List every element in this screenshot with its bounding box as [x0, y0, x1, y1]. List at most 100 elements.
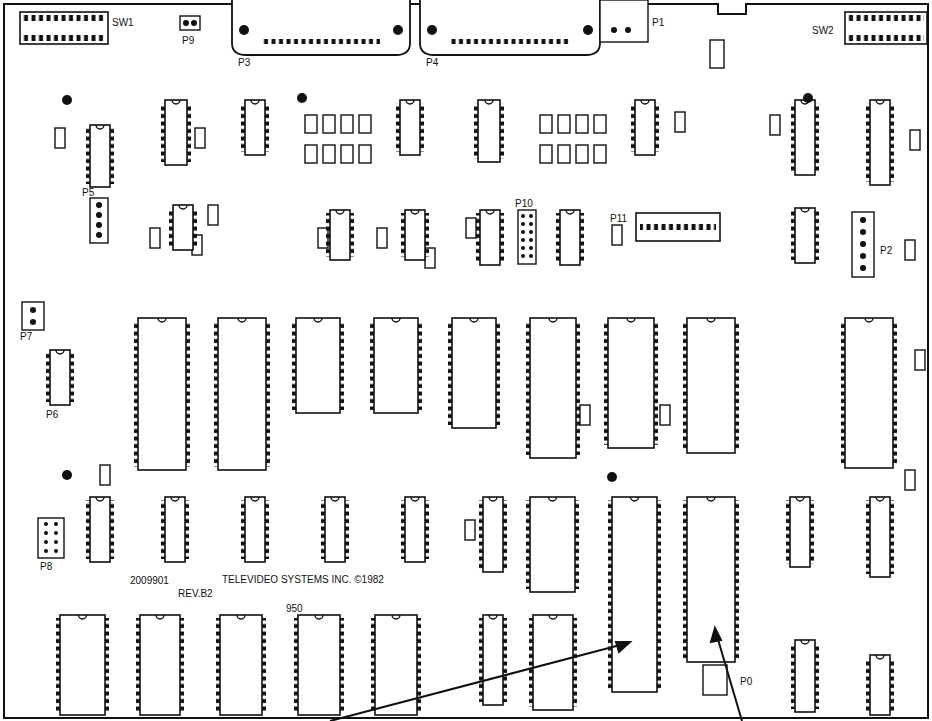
component	[22, 302, 44, 330]
ic-chip	[50, 350, 70, 405]
ic-notch	[876, 655, 884, 659]
connector-label: P1	[652, 18, 664, 28]
ic-chip	[870, 497, 890, 577]
ic-chip	[400, 100, 420, 155]
mount-hole	[239, 25, 249, 35]
connector-label: P4	[426, 58, 438, 68]
ic-notch	[641, 100, 649, 104]
ic-notch	[172, 100, 180, 104]
ic-notch	[96, 497, 104, 501]
component	[305, 115, 317, 133]
connector-label: P3	[238, 58, 250, 68]
component	[612, 225, 622, 245]
component	[305, 145, 317, 163]
ic-notch	[156, 615, 164, 619]
ic-chip	[483, 615, 503, 705]
ic-notch	[801, 208, 809, 212]
ic-chip	[608, 318, 654, 448]
ic-chip	[220, 615, 262, 715]
ic-chip	[138, 318, 186, 470]
ic-notch	[79, 615, 87, 619]
switch-pins	[23, 35, 105, 41]
mount-hole	[427, 25, 437, 35]
ic-chip	[245, 100, 265, 155]
revision: REV.B2	[178, 589, 213, 599]
component	[180, 16, 200, 30]
component	[905, 240, 915, 260]
component	[150, 228, 160, 248]
connector-label: SW1	[112, 18, 134, 28]
ic-chip	[687, 497, 735, 662]
component	[377, 228, 387, 248]
component	[558, 145, 570, 163]
ic-notch	[627, 318, 635, 322]
ic-notch	[549, 615, 557, 619]
ic-chip	[870, 100, 890, 185]
ic-chip	[795, 100, 815, 175]
component	[770, 115, 780, 135]
component	[576, 115, 588, 133]
component	[594, 115, 606, 133]
mount-hole	[583, 25, 593, 35]
ic-chip	[795, 208, 815, 263]
connector-label: P5	[82, 188, 94, 198]
component	[558, 115, 570, 133]
switch-pins	[848, 35, 924, 41]
ic-notch	[470, 318, 478, 322]
ic-notch	[171, 497, 179, 501]
ic-chip	[173, 205, 193, 250]
ic-notch	[876, 497, 884, 501]
component	[341, 115, 353, 133]
ic-notch	[251, 497, 259, 501]
ic-chip	[90, 497, 110, 562]
ic-chip	[790, 497, 810, 567]
ic-notch	[331, 497, 339, 501]
dip-switch	[20, 12, 108, 44]
component	[100, 465, 110, 485]
ic-notch	[489, 497, 497, 501]
component	[600, 0, 648, 42]
ic-notch	[707, 497, 715, 501]
connector-label: P11	[610, 214, 627, 224]
component	[55, 128, 65, 148]
component	[38, 518, 64, 558]
component	[675, 112, 685, 132]
ic-notch	[796, 497, 804, 501]
ic-notch	[392, 615, 400, 619]
d-connector	[420, 0, 600, 55]
connector-pins	[640, 224, 716, 230]
ic-notch	[876, 100, 884, 104]
ic-notch	[315, 615, 323, 619]
ic-chip	[405, 210, 425, 260]
ic-chip	[374, 318, 418, 413]
component	[540, 115, 552, 133]
ic-notch	[489, 615, 497, 619]
connector-label: P7	[20, 332, 32, 342]
board-number: 2009901	[130, 576, 169, 586]
ic-notch	[158, 318, 166, 322]
ic-notch	[707, 318, 715, 322]
ic-chip	[325, 497, 345, 562]
connector-label: P6	[46, 410, 58, 420]
component	[359, 115, 371, 133]
ic-chip	[60, 615, 105, 715]
ic-chip	[296, 318, 340, 413]
ic-notch	[549, 318, 557, 322]
connector-label: P0	[740, 677, 752, 687]
ic-chip	[612, 497, 657, 692]
ic-chip	[245, 497, 265, 562]
ic-notch	[411, 497, 419, 501]
connector-label: P8	[40, 562, 52, 572]
connector-label: SW2	[812, 26, 834, 36]
ic-notch	[801, 640, 809, 644]
connector-label: P10	[515, 199, 533, 209]
ic-notch	[631, 497, 639, 501]
mount-hole	[393, 25, 403, 35]
ic-chip	[687, 318, 735, 453]
component	[341, 145, 353, 163]
component	[466, 218, 476, 238]
ic-chip	[478, 100, 500, 162]
ic-notch	[566, 210, 574, 214]
ic-chip	[330, 210, 350, 260]
